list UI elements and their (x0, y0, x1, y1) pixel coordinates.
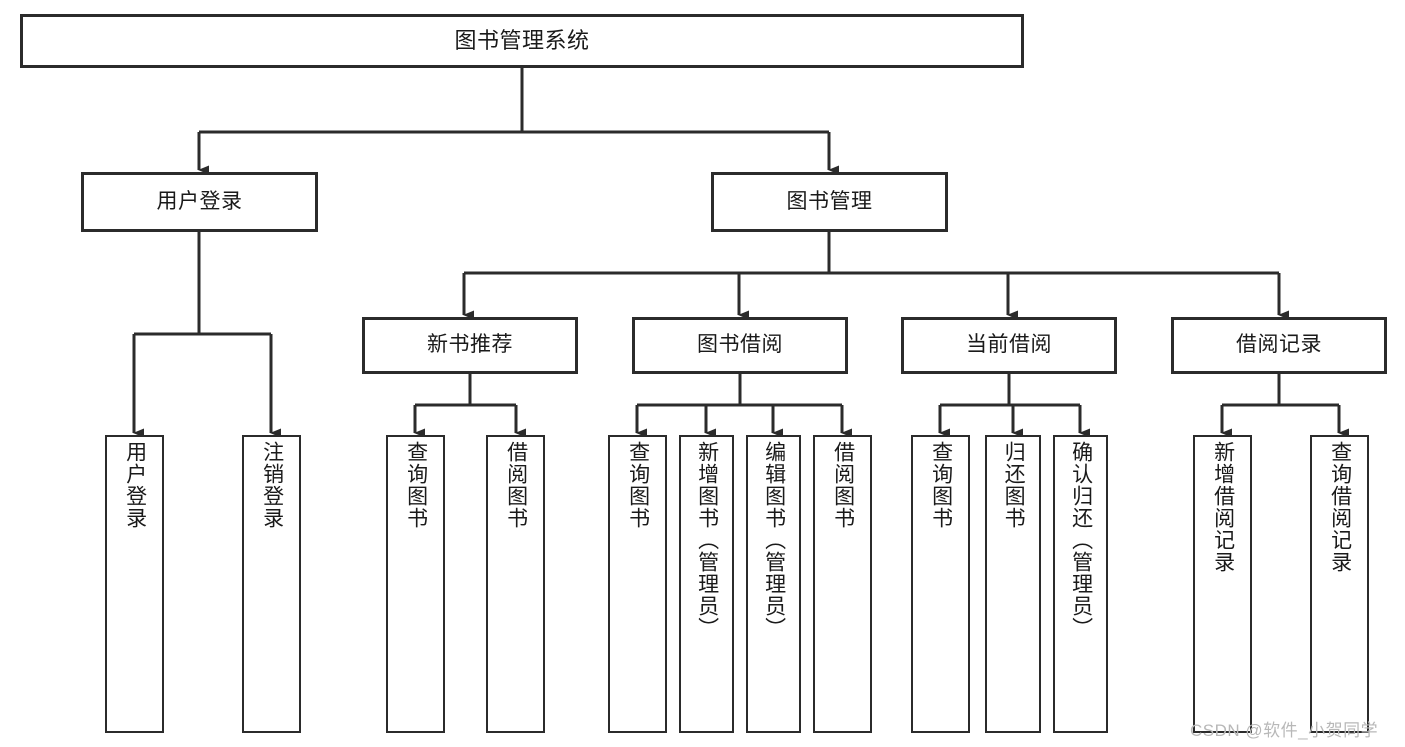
node-leaf-user-login[interactable]: 用户登录 (105, 435, 164, 733)
node-new-book-rec[interactable]: 新书推荐 (362, 317, 578, 374)
node-label-leaf-user-login: 用户登录 (123, 441, 147, 529)
node-leaf-query-book-1[interactable]: 查询图书 (386, 435, 445, 733)
node-label-leaf-query-book-3: 查询图书 (929, 441, 953, 529)
node-root[interactable]: 图书管理系统 (20, 14, 1024, 68)
node-label-root: 图书管理系统 (454, 28, 590, 54)
node-book-manage[interactable]: 图书管理 (711, 172, 948, 232)
node-leaf-borrow-book-2[interactable]: 借阅图书 (813, 435, 872, 733)
node-leaf-query-book-3[interactable]: 查询图书 (911, 435, 970, 733)
node-leaf-query-record[interactable]: 查询借阅记录 (1310, 435, 1369, 733)
node-label-leaf-confirm-return: 确认归还（管理员） (1069, 441, 1093, 639)
node-current-borrow[interactable]: 当前借阅 (901, 317, 1117, 374)
node-label-leaf-user-logout: 注销登录 (260, 441, 284, 529)
node-label-leaf-edit-book: 编辑图书（管理员） (762, 441, 786, 639)
node-label-leaf-query-book-2: 查询图书 (626, 441, 650, 529)
node-label-new-book-rec: 新书推荐 (427, 333, 513, 357)
node-label-borrow-record: 借阅记录 (1236, 333, 1322, 357)
node-leaf-return-book[interactable]: 归还图书 (985, 435, 1041, 733)
node-label-leaf-add-record: 新增借阅记录 (1211, 441, 1235, 573)
node-label-book-borrow: 图书借阅 (697, 333, 783, 357)
node-label-book-manage: 图书管理 (786, 189, 873, 213)
node-label-leaf-borrow-book-1: 借阅图书 (504, 441, 528, 529)
node-label-leaf-add-book: 新增图书（管理员） (695, 441, 719, 639)
connector-layer (132, 68, 1349, 438)
node-label-leaf-return-book: 归还图书 (1002, 441, 1026, 529)
node-label-leaf-query-book-1: 查询图书 (404, 441, 428, 529)
node-label-user-login: 用户登录 (156, 189, 243, 213)
node-leaf-edit-book[interactable]: 编辑图书（管理员） (746, 435, 801, 733)
node-label-leaf-query-record: 查询借阅记录 (1328, 441, 1352, 573)
node-user-login[interactable]: 用户登录 (81, 172, 318, 232)
node-leaf-borrow-book-1[interactable]: 借阅图书 (486, 435, 545, 733)
node-leaf-add-record[interactable]: 新增借阅记录 (1193, 435, 1252, 733)
node-label-leaf-borrow-book-2: 借阅图书 (831, 441, 855, 529)
node-leaf-confirm-return[interactable]: 确认归还（管理员） (1053, 435, 1108, 733)
node-leaf-user-logout[interactable]: 注销登录 (242, 435, 301, 733)
node-leaf-query-book-2[interactable]: 查询图书 (608, 435, 667, 733)
node-label-current-borrow: 当前借阅 (966, 333, 1052, 357)
node-borrow-record[interactable]: 借阅记录 (1171, 317, 1387, 374)
node-book-borrow[interactable]: 图书借阅 (632, 317, 848, 374)
node-leaf-add-book[interactable]: 新增图书（管理员） (679, 435, 734, 733)
